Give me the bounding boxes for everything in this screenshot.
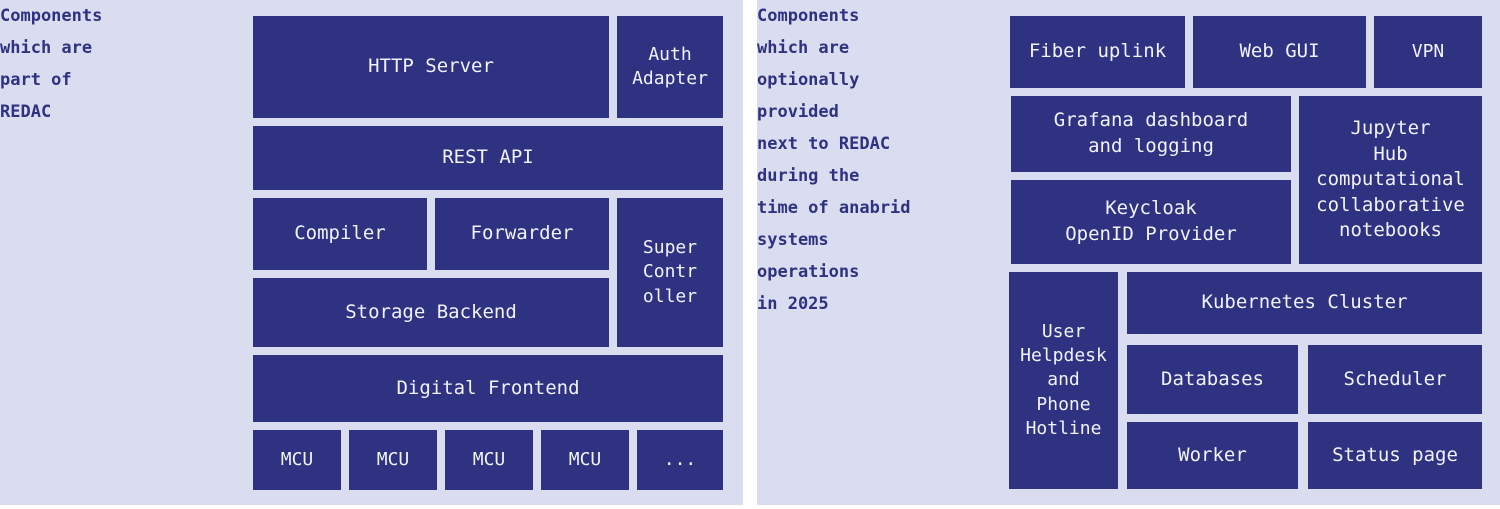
component-box-rest-api: REST API xyxy=(253,126,723,190)
component-box-grafana-dashboard-and-logging: Grafana dashboard and logging xyxy=(1011,96,1291,172)
component-box-web-gui: Web GUI xyxy=(1193,16,1366,88)
component-box-mcu: MCU xyxy=(253,430,341,490)
component-box-keycloak-openid-provider: Keycloak OpenID Provider xyxy=(1011,180,1291,264)
component-box-digital-frontend: Digital Frontend xyxy=(253,355,723,422)
component-box-jupyter-hub-computational-collaborative-notebooks: Jupyter Hub computational collaborative … xyxy=(1299,96,1482,264)
component-box-kubernetes-cluster: Kubernetes Cluster xyxy=(1127,272,1482,334)
component-box-auth-adapter: Auth Adapter xyxy=(617,16,723,118)
component-box-storage-backend: Storage Backend xyxy=(253,278,609,347)
component-box-ellipsis: ... xyxy=(637,430,723,490)
component-box-databases: Databases xyxy=(1127,345,1298,414)
panel-optional-caption: Components which are optionally provided… xyxy=(757,6,911,314)
component-box-worker: Worker xyxy=(1127,422,1298,489)
component-box-user-helpdesk-and-phone-hotline: User Helpdesk and Phone Hotline xyxy=(1009,272,1118,489)
component-box-vpn: VPN xyxy=(1374,16,1482,88)
component-box-compiler: Compiler xyxy=(253,198,427,270)
panel-optional-components: Components which are optionally provided… xyxy=(757,0,1500,505)
component-box-mcu: MCU xyxy=(541,430,629,490)
panel-redac-components: Components which are part of REDAC HTTP … xyxy=(0,0,743,505)
component-box-mcu: MCU xyxy=(445,430,533,490)
component-box-fiber-uplink: Fiber uplink xyxy=(1010,16,1185,88)
component-box-forwarder: Forwarder xyxy=(435,198,609,270)
component-box-mcu: MCU xyxy=(349,430,437,490)
panel-redac-caption: Components which are part of REDAC xyxy=(0,6,103,122)
component-box-super-contr-oller: Super Contr oller xyxy=(617,198,723,347)
component-box-http-server: HTTP Server xyxy=(253,16,609,118)
component-box-status-page: Status page xyxy=(1308,422,1482,489)
component-box-scheduler: Scheduler xyxy=(1308,345,1482,414)
